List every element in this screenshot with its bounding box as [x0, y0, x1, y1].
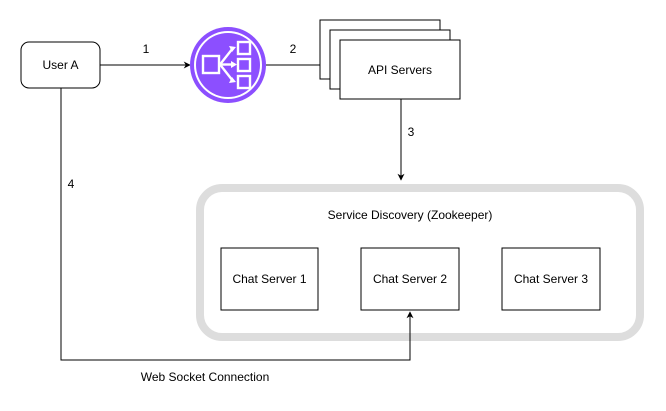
edge-3-label: 3 [408, 125, 415, 139]
chat-server-3-node[interactable]: Chat Server 3 [501, 247, 601, 311]
api-servers-label: API Servers [368, 63, 432, 77]
chat-server-2-node[interactable]: Chat Server 2 [360, 247, 460, 311]
edge-4-websocket [60, 88, 414, 361]
websocket-label: Web Socket Connection [141, 370, 270, 384]
edge-2-label: 2 [290, 42, 297, 56]
chat-server-1-node[interactable]: Chat Server 1 [220, 247, 319, 311]
chat-server-1-label: Chat Server 1 [232, 272, 306, 286]
service-discovery-label: Service Discovery (Zookeeper) [328, 208, 493, 222]
user-a-node[interactable]: User A [20, 41, 101, 89]
load-balancer-icon[interactable] [190, 27, 266, 103]
chat-server-2-label: Chat Server 2 [373, 272, 447, 286]
api-servers-node[interactable]: API Servers [319, 19, 461, 100]
edge-1-label: 1 [143, 42, 150, 56]
edge-4-label: 4 [68, 177, 75, 191]
chat-server-3-label: Chat Server 3 [514, 272, 588, 286]
user-a-label: User A [42, 58, 78, 72]
